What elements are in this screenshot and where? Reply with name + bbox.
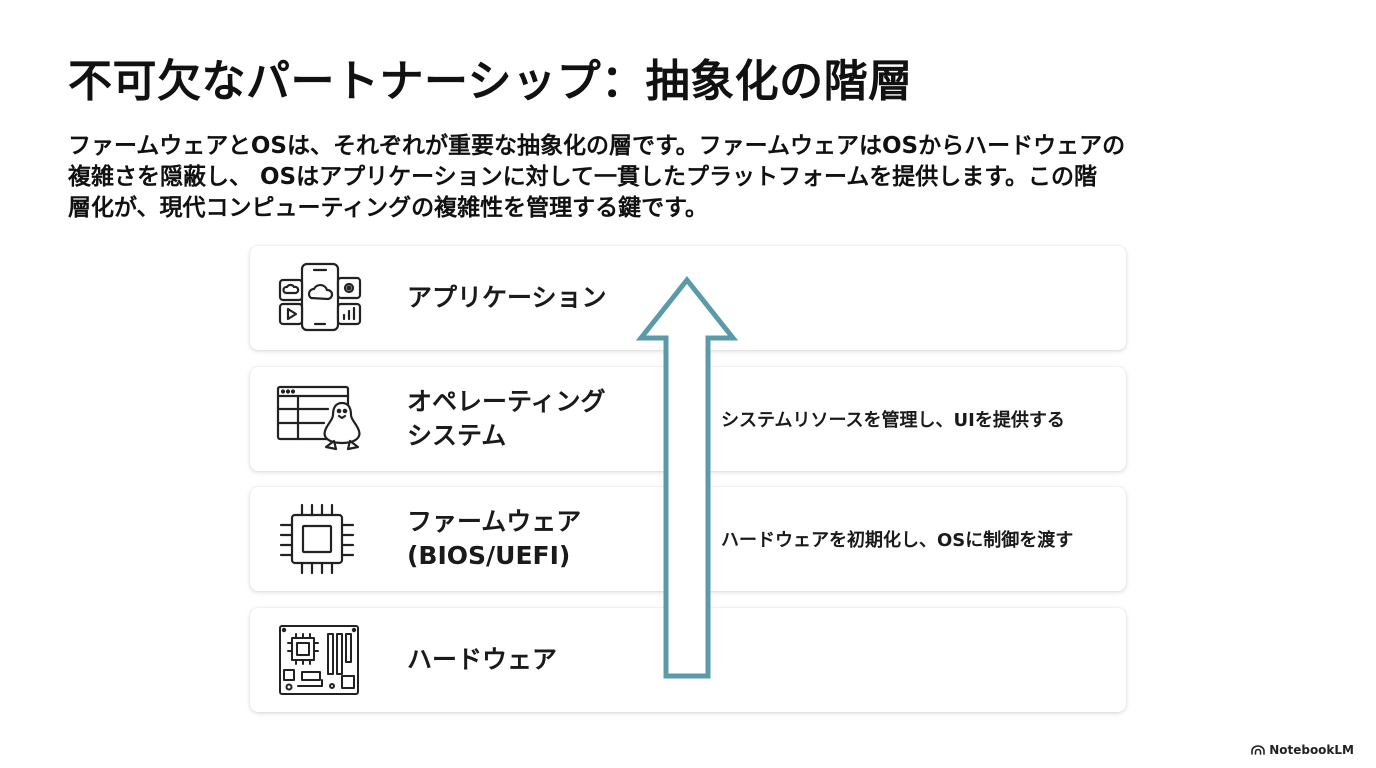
layer-name-line: アプリケーション xyxy=(407,283,607,312)
layer-name: アプリケーション xyxy=(407,246,607,350)
layer-name-line: ハードウェア xyxy=(407,645,558,674)
layer-card-firmware: ファームウェア (BIOS/UEFI) ハードウェアを初期化し、OSに制御を渡す xyxy=(250,487,1126,591)
motherboard-icon xyxy=(276,624,366,696)
notebooklm-brand: NotebookLM xyxy=(1251,743,1354,757)
layer-name: ハードウェア xyxy=(407,608,557,712)
description-line: 層化が、現代コンピューティングの複雑性を管理する鍵です。 xyxy=(68,195,708,221)
slide-description: ファームウェアとOSは、それぞれが重要な抽象化の層です。ファームウェアはOSから… xyxy=(68,131,1318,224)
layer-card-operating-system: オペレーティング システム システムリソースを管理し、UIを提供する xyxy=(250,367,1126,471)
os-window-penguin-icon xyxy=(276,383,366,455)
smartphone-apps-icon xyxy=(276,262,366,334)
slide-title: 不可欠なパートナーシップ：抽象化の階層 xyxy=(68,56,913,107)
layer-name-line: システム xyxy=(407,421,507,450)
layer-name-line: オペレーティング xyxy=(407,387,606,416)
description-line: 複雑さを隠蔽し、 OSはアプリケーションに対して一貫したプラットフォームを提供し… xyxy=(68,164,1097,190)
layer-name-line: (BIOS/UEFI) xyxy=(407,541,571,570)
layer-name-line: ファームウェア xyxy=(407,507,582,536)
layer-card-applications: アプリケーション xyxy=(250,246,1126,350)
chip-icon xyxy=(276,503,366,575)
layer-note: ハードウェアを初期化し、OSに制御を渡す xyxy=(721,530,1074,551)
layer-name: オペレーティング システム xyxy=(407,367,606,471)
notebooklm-logo-icon xyxy=(1251,745,1265,755)
brand-label: NotebookLM xyxy=(1269,743,1354,757)
description-line: ファームウェアとOSは、それぞれが重要な抽象化の層です。ファームウェアはOSから… xyxy=(68,133,1126,159)
layer-name: ファームウェア (BIOS/UEFI) xyxy=(407,487,581,591)
layer-card-hardware: ハードウェア xyxy=(250,608,1126,712)
layer-note: システムリソースを管理し、UIを提供する xyxy=(721,410,1065,431)
